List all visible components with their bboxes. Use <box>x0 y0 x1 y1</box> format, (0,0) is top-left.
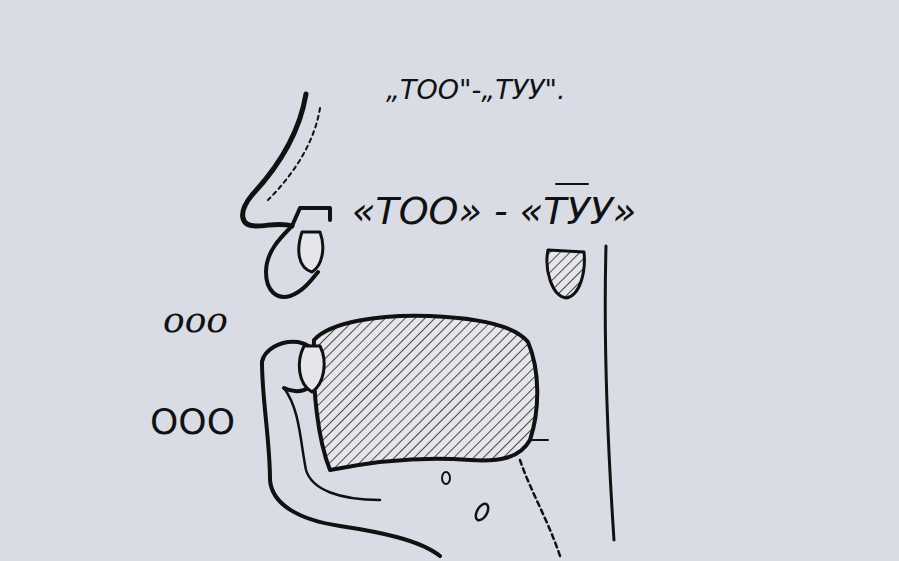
vowel-label: ООО <box>150 404 235 440</box>
syllable-label: «ТОО» - «ТУУ» <box>352 192 636 230</box>
syllable-note: „ТОО"-„ТУУ". <box>386 76 566 103</box>
vowel-label: ооо <box>163 302 228 338</box>
